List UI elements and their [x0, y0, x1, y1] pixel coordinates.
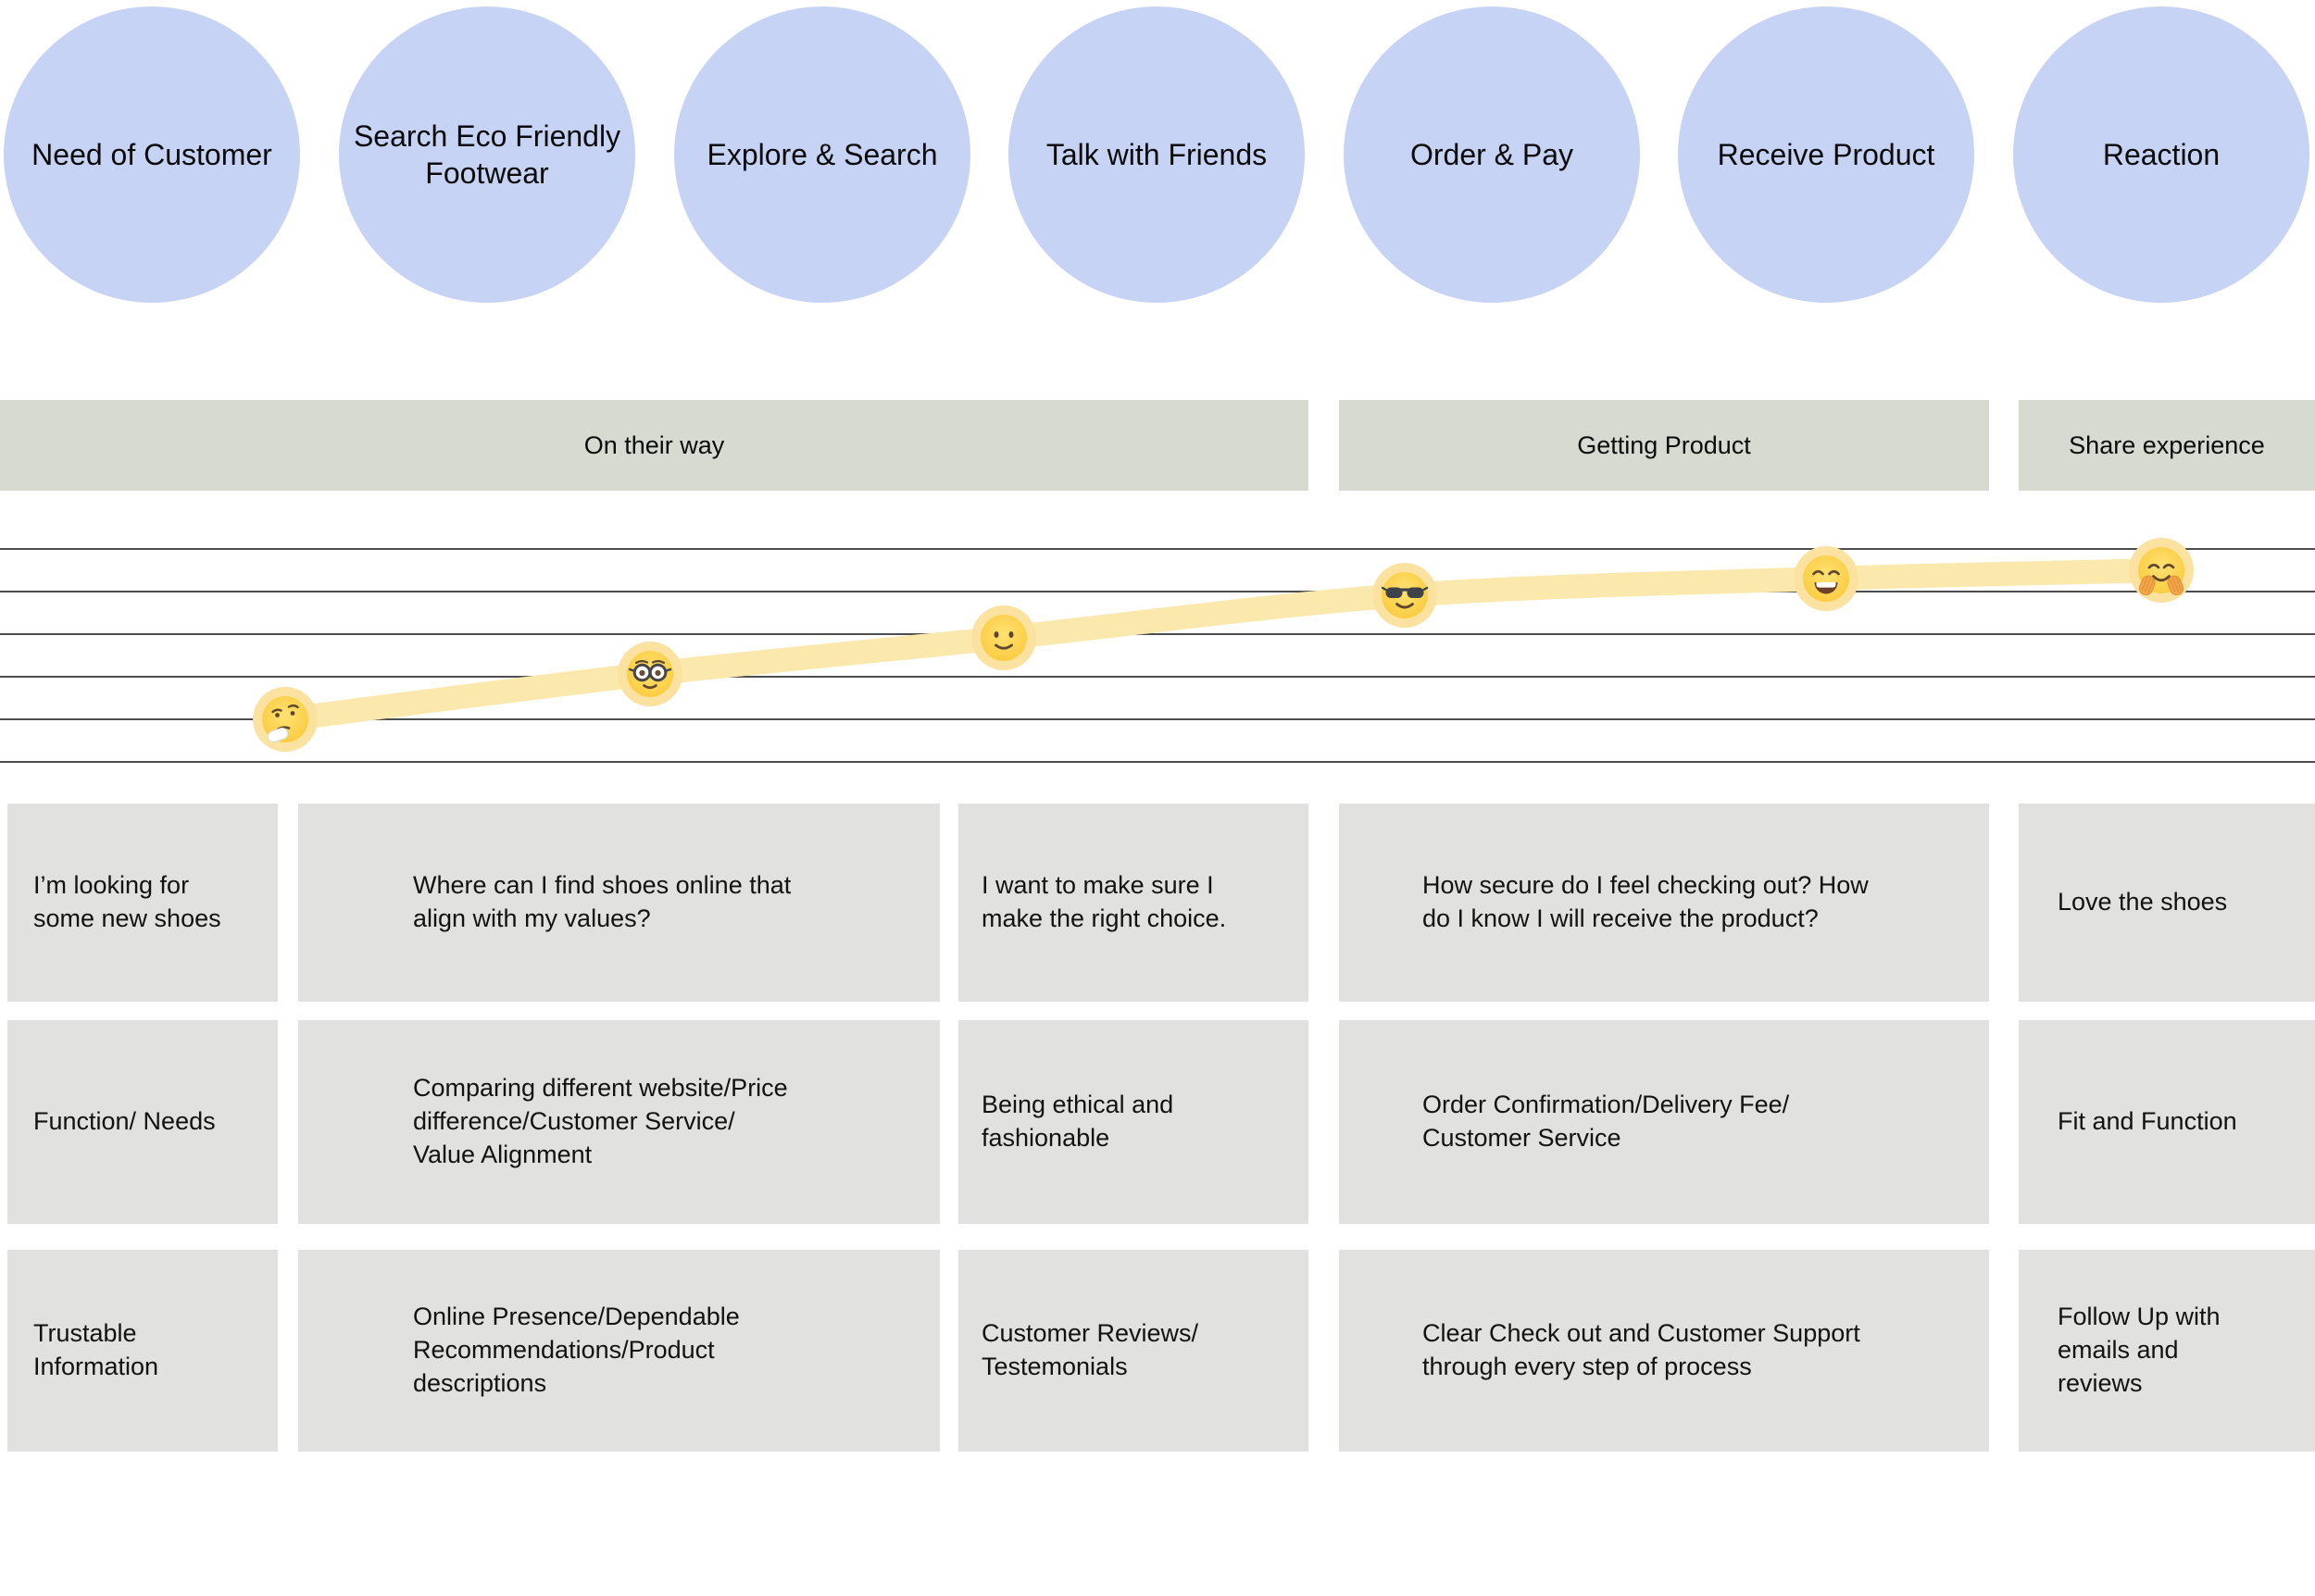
- stage-label: Reaction: [2102, 138, 2221, 171]
- note-row2-col1: Function/ Needs: [7, 1020, 278, 1224]
- phase-label: Getting Product: [1577, 430, 1751, 459]
- note-text: Trustable Information: [33, 1319, 159, 1380]
- note-row2-col2: Comparing different website/Price differ…: [298, 1020, 940, 1224]
- gridline-1: [0, 548, 2315, 550]
- nerd-face-emoji: [618, 642, 682, 706]
- note-text: I’m looking for some new shoes: [33, 871, 221, 932]
- note-text: Being ethical and fashionable: [982, 1091, 1174, 1152]
- slightly-smiling-face-emoji: [971, 605, 1036, 670]
- note-text: Comparing different website/Price differ…: [413, 1074, 788, 1168]
- note-text: How secure do I feel checking out? How d…: [1422, 871, 1869, 932]
- phase-band-1: On their way: [0, 400, 1308, 491]
- note-text: Follow Up with emails and reviews: [2058, 1303, 2221, 1397]
- note-text: Where can I find shoes online that align…: [413, 871, 792, 932]
- note-row1-col3: I want to make sure I make the right cho…: [958, 804, 1308, 1002]
- note-row3-col2: Online Presence/Dependable Recommendatio…: [298, 1250, 940, 1452]
- smiling-face-with-sunglasses-emoji: [1372, 563, 1437, 628]
- emotion-curve-line: [273, 558, 2173, 731]
- phase-label: On their way: [583, 430, 725, 459]
- note-row1-col4: How secure do I feel checking out? How d…: [1339, 804, 1989, 1002]
- stage-label: Explore & Search: [707, 138, 938, 171]
- note-text: Order Confirmation/Delivery Fee/ Custome…: [1422, 1091, 1790, 1152]
- note-text: Fit and Function: [2058, 1107, 2237, 1136]
- gridline-2: [0, 591, 2315, 592]
- note-row3-col3: Customer Reviews/ Testemonials: [958, 1250, 1308, 1452]
- note-row2-col4: Order Confirmation/Delivery Fee/ Custome…: [1339, 1020, 1989, 1224]
- note-text: Online Presence/Dependable Recommendatio…: [413, 1303, 740, 1397]
- note-text: Customer Reviews/ Testemonials: [982, 1319, 1199, 1380]
- note-row3-col5: Follow Up with emails and reviews: [2019, 1250, 2315, 1452]
- stage-label: Need of Customer: [31, 138, 272, 171]
- note-text: Function/ Needs: [33, 1107, 216, 1136]
- phase-band-2: Getting Product: [1339, 400, 1989, 491]
- note-text: Clear Check out and Customer Support thr…: [1422, 1319, 1860, 1380]
- stage-circle-4: Talk with Friends: [1008, 6, 1305, 303]
- stage-circle-1: Need of Customer: [4, 6, 300, 303]
- grinning-face-with-smiling-eyes-emoji: [1794, 546, 1858, 611]
- stage-circle-3: Explore & Search: [674, 6, 970, 303]
- gridline-6: [0, 761, 2315, 763]
- stage-circle-5: Order & Pay: [1344, 6, 1640, 303]
- note-text: I want to make sure I make the right cho…: [982, 871, 1227, 932]
- gridline-5: [0, 718, 2315, 720]
- note-row2-col3: Being ethical and fashionable: [958, 1020, 1308, 1224]
- phase-band-3: Share experience: [2019, 400, 2315, 491]
- note-row2-col5: Fit and Function: [2019, 1020, 2315, 1224]
- note-row1-col2: Where can I find shoes online that align…: [298, 804, 940, 1002]
- note-row1-col5: Love the shoes: [2019, 804, 2315, 1002]
- phase-label: Share experience: [2069, 430, 2265, 459]
- stage-label: Order & Pay: [1409, 138, 1574, 171]
- stage-circle-7: Reaction: [2013, 6, 2309, 303]
- note-row3-col4: Clear Check out and Customer Support thr…: [1339, 1250, 1989, 1452]
- stage-circle-6: Receive Product: [1678, 6, 1974, 303]
- note-text: Love the shoes: [2058, 888, 2228, 916]
- stage-circle-2: Search Eco Friendly Footwear: [339, 6, 635, 303]
- note-row1-col1: I’m looking for some new shoes: [7, 804, 278, 1002]
- stage-label: Talk with Friends: [1045, 138, 1268, 171]
- gridline-4: [0, 676, 2315, 678]
- stage-label: Search Eco Friendly Footwear: [353, 119, 621, 190]
- note-row3-col1: Trustable Information: [7, 1250, 278, 1452]
- stage-label: Receive Product: [1717, 138, 1935, 171]
- gridline-3: [0, 633, 2315, 635]
